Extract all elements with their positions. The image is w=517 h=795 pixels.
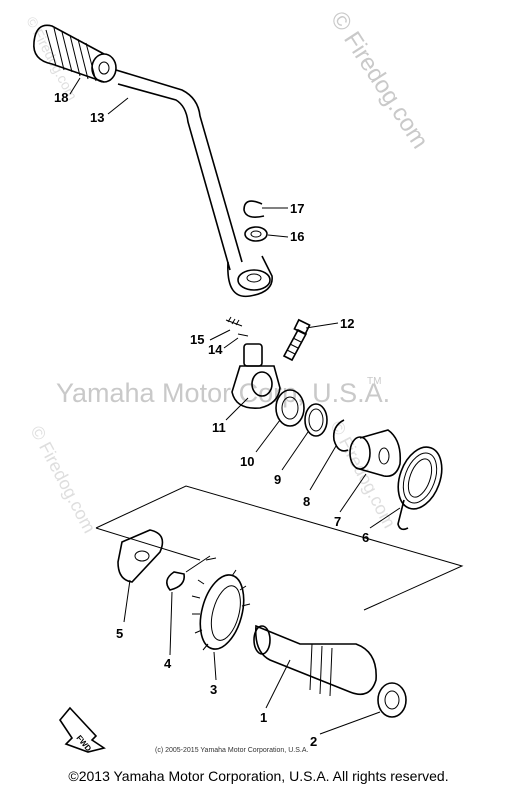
callout-6: 6: [362, 530, 369, 545]
ring-10-part: [275, 389, 305, 427]
spring-6-part: [397, 446, 443, 531]
watermark-yamaha: Yamaha Motor Corp, U.S.A.: [56, 378, 390, 408]
callout-16: 16: [290, 229, 304, 244]
callout-3: 3: [210, 682, 217, 697]
callout-14: 14: [208, 342, 223, 357]
watermark-firedog-mid: © Firedog.com: [26, 422, 99, 536]
leader-lines: [69, 77, 401, 735]
circlip-8-part: [332, 419, 349, 452]
gear-3-part: [191, 569, 251, 651]
small-copyright: (c) 2005-2015 Yamaha Motor Corporation, …: [155, 747, 308, 754]
callout-5: 5: [116, 626, 123, 641]
callout-8: 8: [303, 494, 310, 509]
callout-9: 9: [274, 472, 281, 487]
callout-7: 7: [334, 514, 341, 529]
callout-10: 10: [240, 454, 254, 469]
watermark-firedog-left: © Firedog.com: [23, 14, 80, 103]
kick-crank-part: [115, 69, 273, 298]
callout-4: 4: [164, 656, 172, 671]
callout-12: 12: [340, 316, 354, 331]
callout-11: 11: [212, 420, 226, 435]
callout-1: 1: [260, 710, 267, 725]
kick-boss-11-part: [231, 343, 281, 409]
callout-18: 18: [54, 90, 68, 105]
watermark-tm: TM: [367, 376, 381, 387]
kick-grip-part: [33, 24, 117, 83]
fwd-arrow-icon: FWD: [59, 706, 106, 754]
kick-axle-1-part: [253, 624, 377, 697]
pin-14-part: [237, 333, 249, 337]
spring-15-part: [225, 316, 243, 327]
spring-clip-4-part: [166, 555, 217, 591]
callout-2: 2: [310, 734, 317, 749]
washer-9-part: [304, 403, 328, 437]
watermark-firedog-top: © Firedog.com: [325, 7, 434, 154]
assembly-outline: [95, 485, 464, 611]
callout-15: 15: [190, 332, 204, 347]
callout-17: 17: [290, 201, 304, 216]
circlip-17-part: [243, 200, 265, 218]
plate-5-part: [117, 529, 164, 583]
footer-copyright: ©2013 Yamaha Motor Corporation, U.S.A. A…: [68, 768, 449, 784]
washer-2-part: [377, 682, 407, 718]
collar-7-part: [349, 429, 402, 478]
bolt-12-part: [282, 318, 311, 362]
fwd-label: FWD: [74, 734, 93, 754]
washer-16-part: [244, 226, 268, 242]
callout-13: 13: [90, 110, 104, 125]
